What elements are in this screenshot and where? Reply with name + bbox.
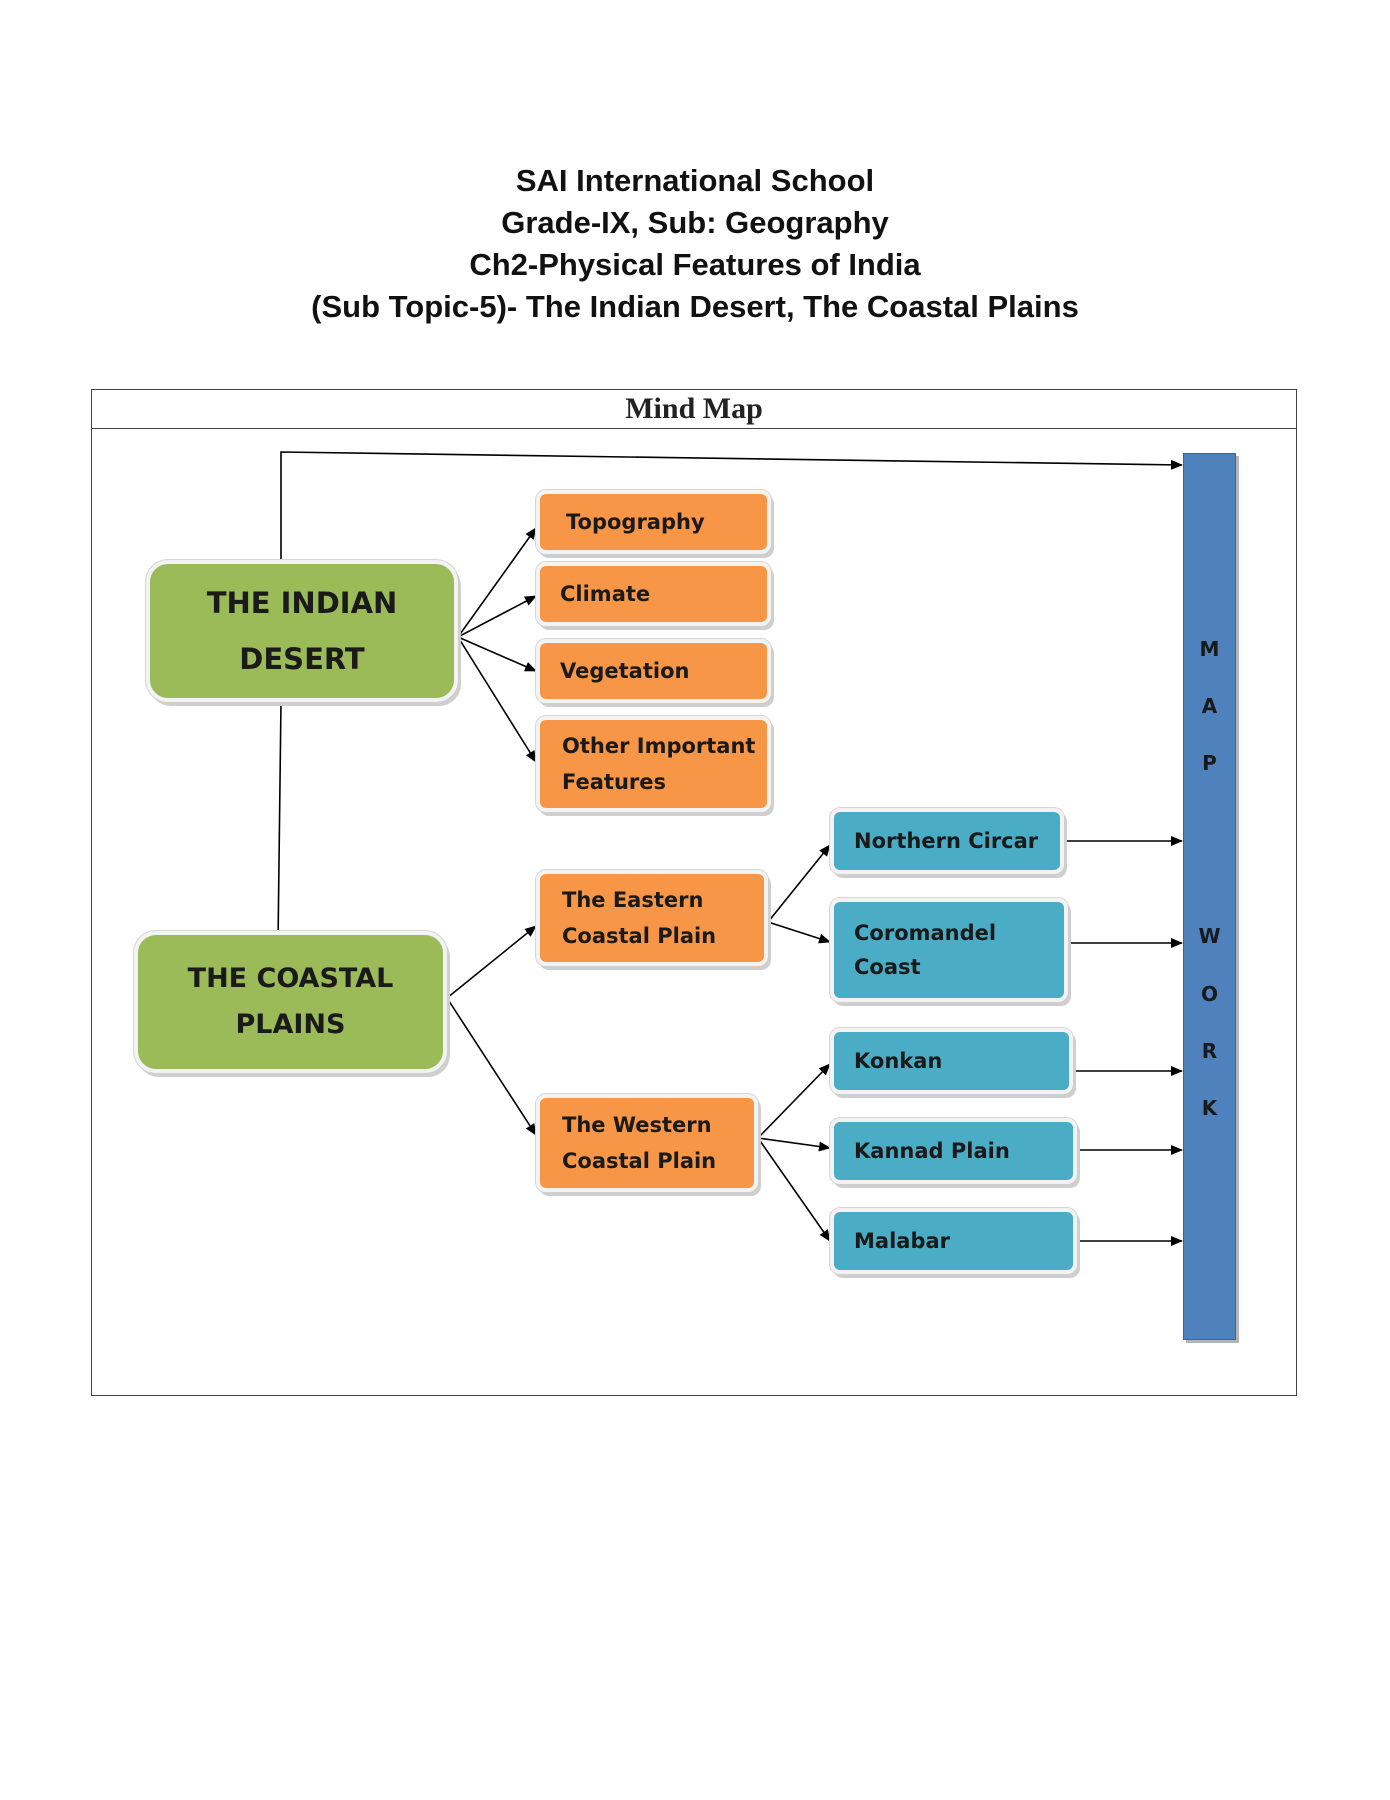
arrow-desert-to-vegetation [457, 636, 537, 672]
node-eastern-coastal-plain: The Eastern Coastal Plain [536, 870, 768, 966]
coromandel-line2: Coast [854, 955, 921, 979]
node-climate: Climate [536, 562, 771, 626]
grade-subject: Grade-IX, Sub: Geography [501, 205, 889, 240]
western-label-line1: The Western [562, 1113, 712, 1137]
map-work-letter-k: K [1201, 1096, 1218, 1120]
node-konkan: Konkan [830, 1028, 1073, 1094]
map-work-bar: M A P W O R K [1183, 453, 1236, 1340]
malabar-label: Malabar [854, 1229, 950, 1253]
northern-circar-label: Northern Circar [854, 829, 1039, 853]
node-malabar: Malabar [830, 1208, 1077, 1274]
coromandel-line1: Coromandel [854, 921, 997, 945]
arrow-desert-to-topography [457, 527, 537, 638]
other-features-line1: Other Important [562, 734, 756, 758]
arrow-eastern-to-coromandel [767, 921, 831, 944]
eastern-label-line1: The Eastern [562, 888, 704, 912]
climate-label: Climate [560, 582, 651, 606]
document-header: SAI International School Grade-IX, Sub: … [0, 160, 1390, 328]
konkan-label: Konkan [854, 1049, 943, 1073]
arrow-eastern-to-northern-circar [767, 844, 831, 923]
arrow-desert-to-mapwork [280, 451, 1183, 563]
chapter-title: Ch2-Physical Features of India [469, 247, 921, 282]
coastal-label-line2: PLAINS [235, 1009, 346, 1040]
arrow-desert-to-coastal [273, 701, 284, 944]
node-topography: Topography [536, 490, 771, 554]
eastern-label-line2: Coastal Plain [562, 924, 717, 948]
map-work-letter-m: M [1199, 637, 1220, 661]
arrow-coastal-to-western [446, 997, 537, 1136]
arrow-western-to-konkan [757, 1063, 831, 1139]
node-indian-desert: THE INDIAN DESERT [146, 560, 458, 702]
western-label-line2: Coastal Plain [562, 1149, 717, 1173]
node-western-coastal-plain: The Western Coastal Plain [536, 1094, 758, 1192]
node-coastal-plains: THE COASTAL PLAINS [134, 931, 447, 1073]
arrow-desert-to-other [457, 636, 537, 763]
school-name: SAI International School [515, 163, 875, 198]
desert-label-line2: DESERT [239, 642, 365, 676]
other-features-line2: Features [562, 770, 666, 794]
arrow-western-to-kannad [757, 1137, 831, 1152]
node-coromandel-coast: Coromandel Coast [830, 898, 1068, 1002]
map-work-letter-w: W [1198, 924, 1221, 948]
node-other-features: Other Important Features [536, 716, 771, 812]
mind-map-frame: Mind Map [91, 389, 1297, 1396]
map-work-letter-p: P [1202, 751, 1217, 775]
coastal-label-line1: THE COASTAL [187, 963, 394, 994]
topography-label: Topography [566, 510, 705, 534]
arrow-desert-to-climate [457, 595, 537, 638]
map-work-letter-o: O [1200, 982, 1218, 1006]
kannad-plain-label: Kannad Plain [854, 1139, 1010, 1163]
node-kannad-plain: Kannad Plain [830, 1118, 1077, 1184]
desert-label-line1: THE INDIAN [206, 586, 398, 620]
arrow-western-to-malabar [757, 1137, 831, 1242]
node-northern-circar: Northern Circar [830, 808, 1064, 874]
arrow-coastal-to-eastern [446, 925, 537, 999]
mind-map-title: Mind Map [92, 390, 1296, 429]
map-work-letter-a: A [1201, 694, 1218, 718]
vegetation-label: Vegetation [560, 659, 690, 683]
map-work-letter-r: R [1201, 1039, 1218, 1063]
node-vegetation: Vegetation [536, 639, 771, 703]
sub-topic: (Sub Topic-5)- The Indian Desert, The Co… [311, 289, 1079, 324]
